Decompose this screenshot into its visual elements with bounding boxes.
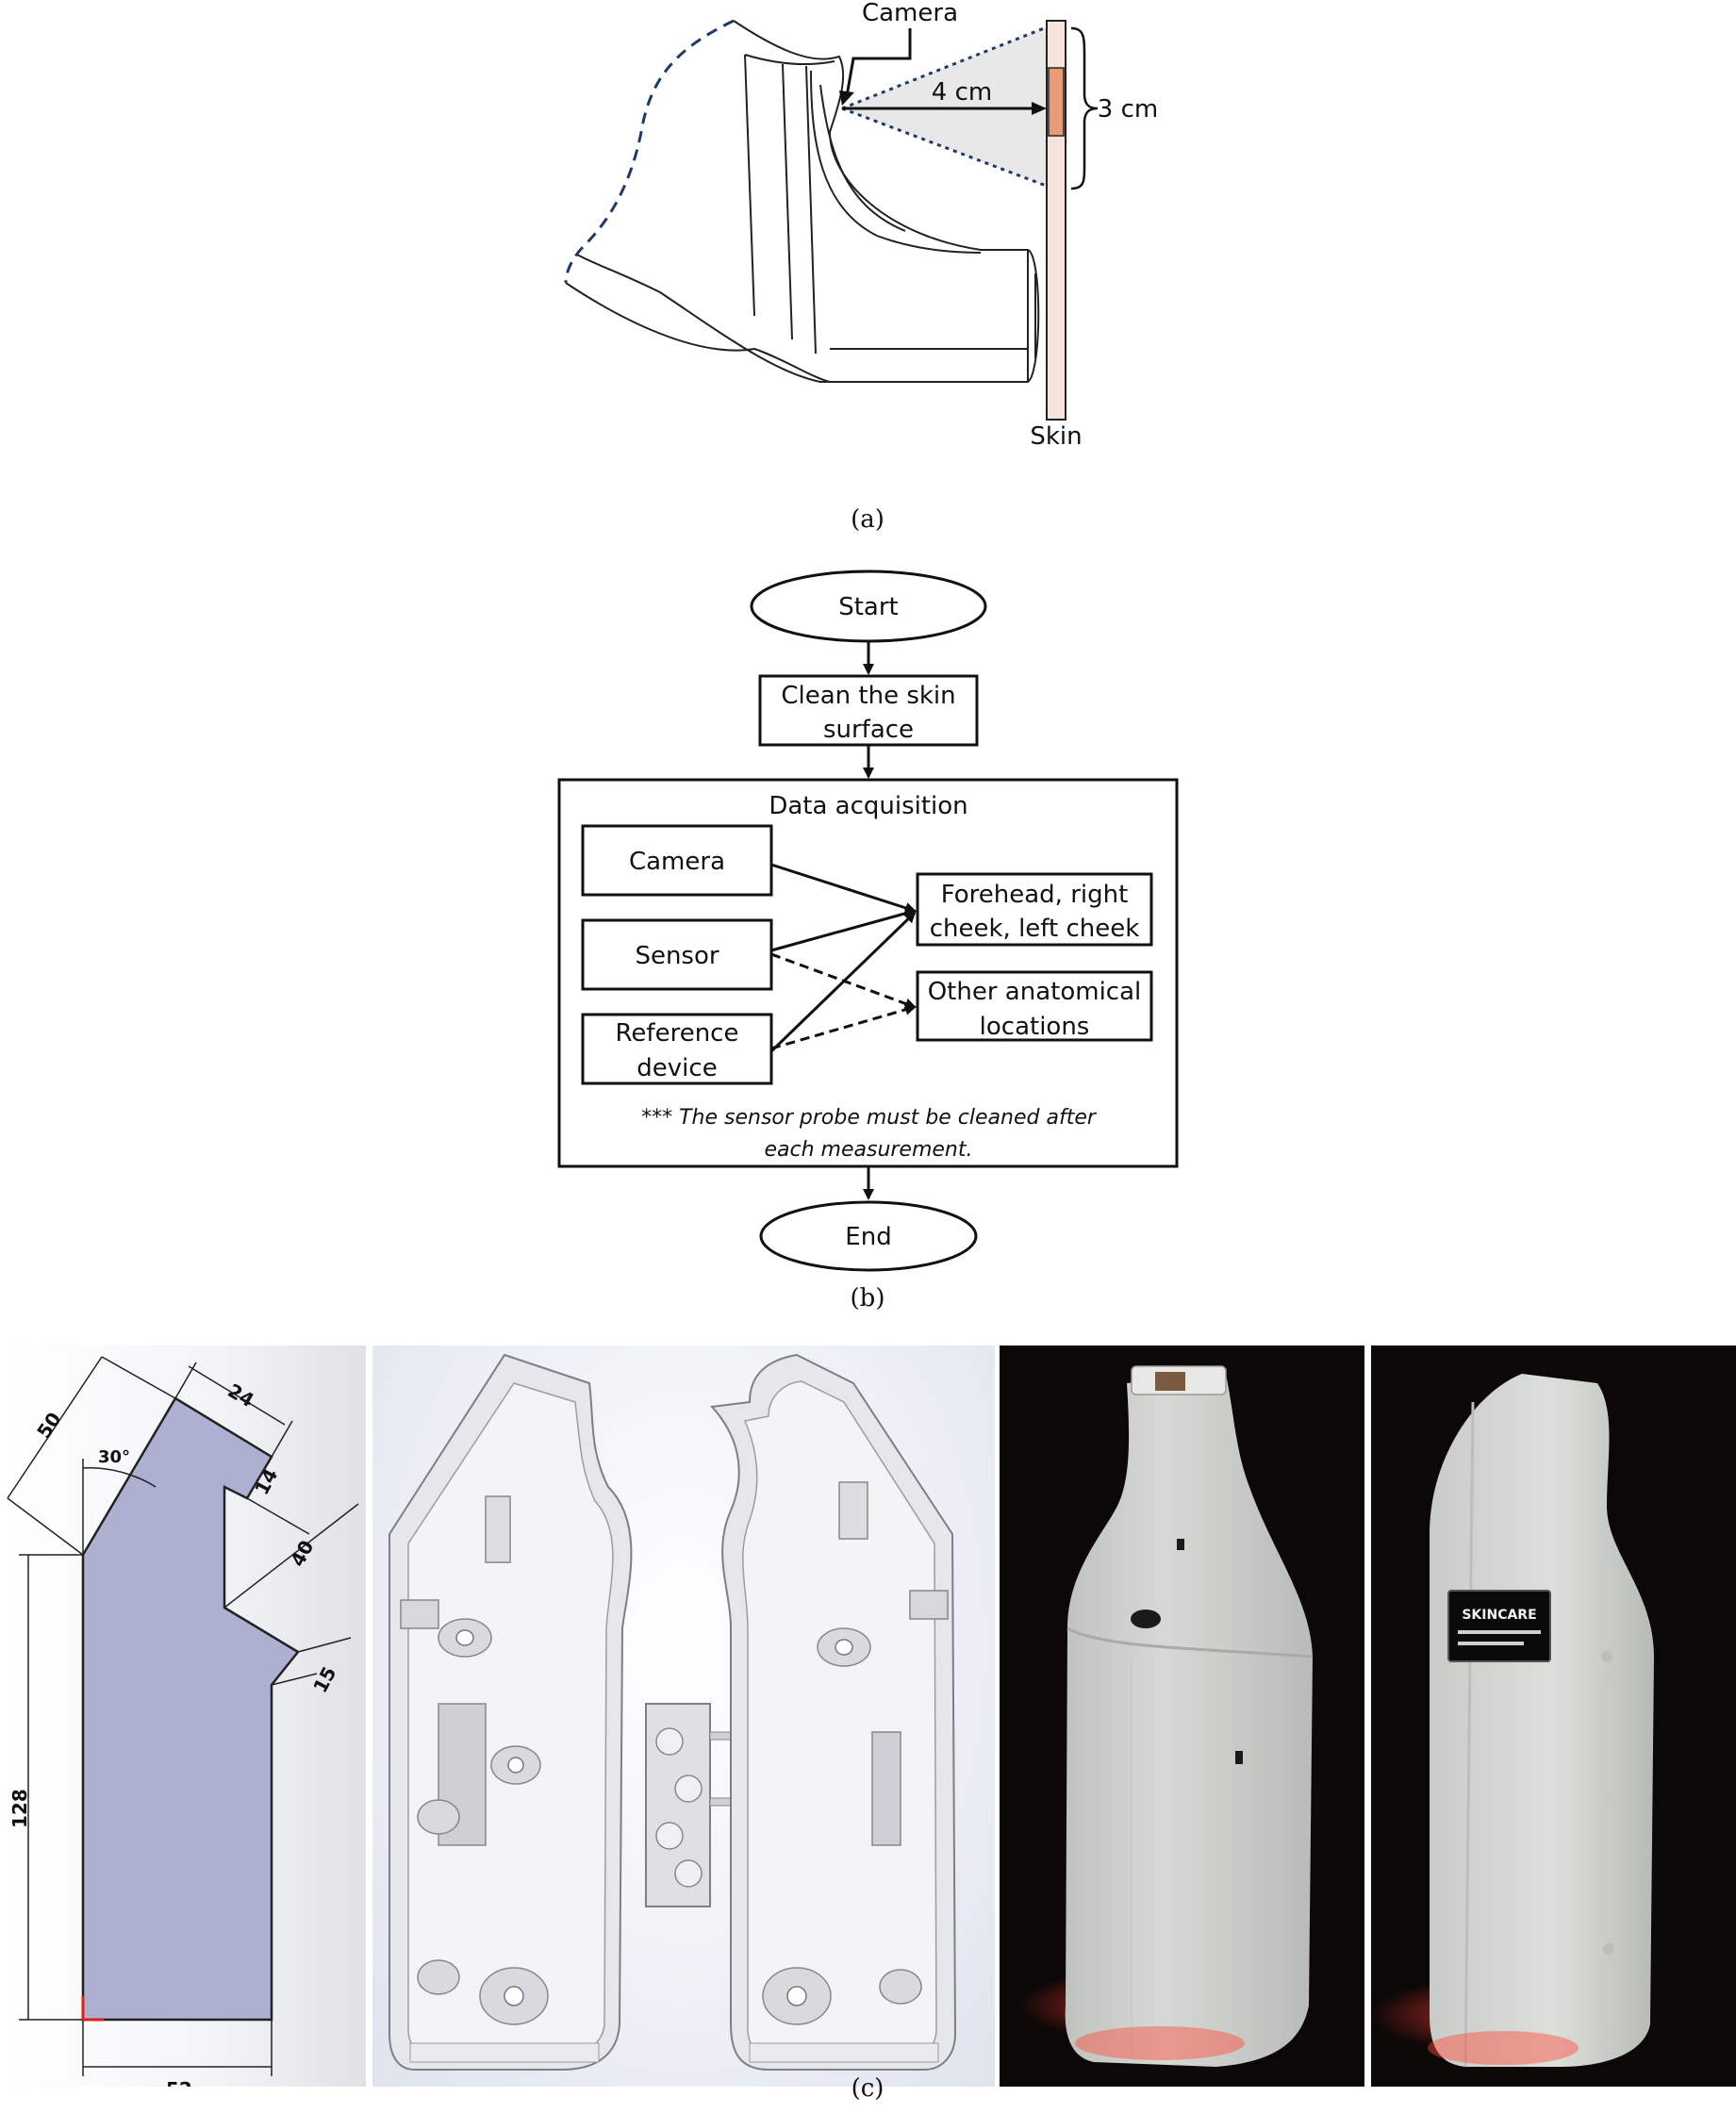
clean-label-2: surface [823,716,914,744]
end-label: End [845,1223,891,1251]
left-housing-half [389,1353,633,2071]
end-node [759,1200,978,1272]
panel-a-drawing: Camera 4 cm 3 cm Skin [564,0,1158,451]
camera-label: Camera [862,0,958,27]
reference-device-node [581,1013,773,1085]
caption-b: (b) [850,1284,885,1312]
width-brace [1070,26,1099,190]
dim-15: 15 [308,1662,340,1696]
other-label-2: locations [980,1013,1090,1041]
face-label-2: cheek, left cheek [930,915,1140,943]
dim-40: 40 [286,1536,318,1570]
panel-b-flowchart: Start Clean the skin surface Data acquis… [557,570,1179,1272]
device-cut-line [564,19,735,284]
distance-label: 4 cm [932,78,992,107]
device-body-front [1065,1374,1313,2067]
camera-fov [842,26,1049,187]
dim-128: 128 [8,1789,31,1828]
cad-housing-render [372,1345,995,2087]
caption-c: (c) [851,2074,885,2103]
device-photo-back: SKINCARE [1371,1345,1736,2087]
camera-hole [1131,1610,1161,1628]
other-locations-node [916,970,1153,1042]
device-photo-front [1000,1345,1364,2087]
face-label-1: Forehead, right [941,881,1129,909]
dim-50: 50 [32,1408,65,1443]
camera-node [581,824,773,897]
caption-a: (a) [851,505,885,534]
dim-30deg: 30° [98,1447,130,1467]
camera-leader [845,28,912,97]
right-housing-half [709,1353,957,2071]
note-line-1: *** The sensor probe must be cleaned aft… [641,1106,1098,1130]
device-outline [565,20,1040,383]
other-label-1: Other anatomical [928,978,1142,1006]
start-label: Start [838,593,899,621]
sensor-mount-plate [645,1703,735,1907]
sensor-node-label: Sensor [635,942,719,970]
note-line-2: each measurement. [764,1138,972,1162]
reference-label-2: device [637,1054,717,1082]
reference-label-1: Reference [616,1019,739,1048]
dim-52: 52 [166,2078,192,2087]
width-label: 3 cm [1098,95,1158,124]
clean-label-1: Clean the skin [781,682,955,710]
dim-24: 24 [224,1379,258,1412]
group-title: Data acquisition [769,792,967,820]
cad-dimension-sketch: 50 24 30° 14 40 15 128 52 [0,1345,366,2087]
display-title: SKINCARE [1462,1608,1536,1623]
origin-marker [81,1996,104,2022]
camera-node-label: Camera [629,848,725,876]
skin-measure-spot [1048,67,1065,137]
face-locations-node [916,872,1153,947]
distance-arrowhead [1032,102,1047,115]
skin-label: Skin [1030,422,1082,451]
device-body-back [1430,1374,1654,2067]
photo-divider [1364,1345,1371,2087]
oled-display [1447,1590,1551,1662]
